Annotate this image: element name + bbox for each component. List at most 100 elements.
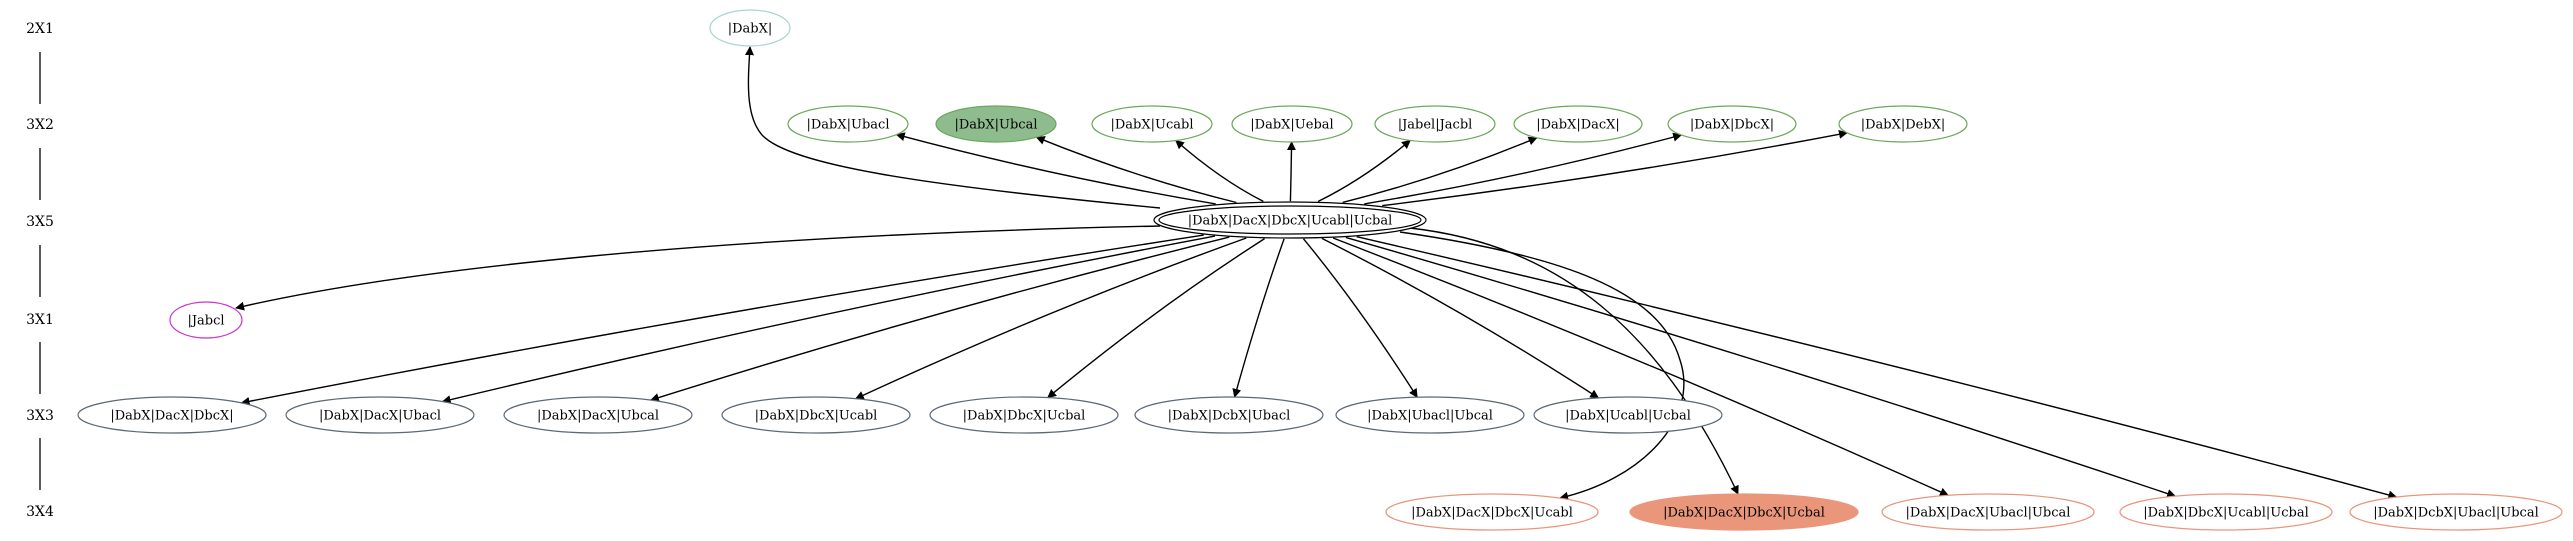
edge-arrow bbox=[854, 237, 1247, 400]
node-ellipse bbox=[1091, 105, 1213, 143]
edge-arrow bbox=[1332, 237, 1949, 497]
node-ellipse bbox=[721, 396, 911, 434]
node-label: |DabX|DacX|DbcX| bbox=[110, 409, 233, 424]
node-ellipse bbox=[1231, 105, 1353, 143]
edge-arrow bbox=[1342, 136, 1538, 204]
edge-arrow bbox=[1409, 227, 1739, 495]
graph-node[interactable]: |DabX|DacX|Ubacl|Ubcal bbox=[1881, 493, 2095, 531]
node-ellipse bbox=[1134, 396, 1324, 434]
node-label: |DabX|DebX| bbox=[1861, 118, 1946, 133]
edge-arrow bbox=[1317, 139, 1411, 203]
node-ellipse bbox=[2119, 493, 2333, 531]
node-label: |Jabel|Jacbl bbox=[1398, 118, 1473, 133]
node-label: |DabX|DbcX|Ucbal bbox=[963, 409, 1086, 424]
graph-node[interactable]: |DabX|DebX| bbox=[1838, 105, 1968, 143]
node-label: |DabX|DacX| bbox=[1536, 118, 1620, 133]
rank-label-3x1: 3X1 bbox=[26, 312, 54, 328]
node-label: |DabX|DacX|DbcX|Ucbal bbox=[1663, 506, 1825, 521]
edge-arrow bbox=[1175, 139, 1264, 203]
graph-node[interactable]: |DabX|Ucabl bbox=[1091, 105, 1213, 143]
graph-node[interactable]: |DabX|DacX| bbox=[1513, 105, 1643, 143]
graph-node[interactable]: |DabX|Ubacl|Ubcal bbox=[1335, 396, 1525, 434]
graph-node[interactable]: |DabX|DacX|DbcX|Ucbal bbox=[1629, 493, 1859, 531]
node-ellipse bbox=[169, 301, 243, 339]
node-label: |DabX|DacX|DbcX|Ucabl|Ucbal bbox=[1188, 214, 1393, 229]
node-ellipse-inner bbox=[1158, 205, 1422, 235]
node-label: |Jabcl bbox=[187, 314, 224, 329]
graph-node[interactable]: |DabX|DbcX| bbox=[1667, 105, 1797, 143]
node-ellipse bbox=[285, 396, 475, 434]
node-ellipse bbox=[77, 396, 267, 434]
graph-node[interactable]: |DabX|DcbX|Ubacl|Ubcal bbox=[2349, 493, 2563, 531]
nodes: |DabX||DabX|Ubacl|DabX|Ubcal|DabX|Ucabl|… bbox=[77, 9, 2563, 531]
node-label: |DabX|DcbX|Ubacl bbox=[1168, 409, 1291, 424]
rank-label-2x1: 2X1 bbox=[26, 21, 54, 37]
graph-node[interactable]: |Jabcl bbox=[169, 301, 243, 339]
node-ellipse bbox=[1533, 396, 1723, 434]
node-label: |DabX|DcbX|Ubacl|Ubcal bbox=[2373, 506, 2538, 521]
edge-arrow bbox=[1399, 231, 1685, 501]
node-ellipse bbox=[503, 396, 693, 434]
graph-node[interactable]: |DabX|Ucabl|Ucbal bbox=[1533, 396, 1723, 434]
node-ellipse bbox=[935, 105, 1057, 143]
node-ellipse bbox=[1513, 105, 1643, 143]
graph-node[interactable]: |DabX|Ubacl bbox=[787, 105, 909, 143]
node-ellipse bbox=[709, 9, 791, 47]
node-ellipse bbox=[1881, 493, 2095, 531]
node-label: |DabX|Ucabl|Ucbal bbox=[1565, 409, 1691, 424]
node-ellipse bbox=[1629, 493, 1859, 531]
edge-arrow bbox=[235, 225, 1161, 311]
graph-node[interactable]: |DabX|DbcX|Ucabl bbox=[721, 396, 911, 434]
rank-label-3x2: 3X2 bbox=[26, 117, 54, 133]
rank-label-3x5: 3X5 bbox=[26, 214, 54, 230]
edge-arrow bbox=[1047, 238, 1265, 399]
node-ellipse bbox=[1374, 105, 1496, 143]
node-label: |DabX|Ubacl bbox=[807, 118, 890, 133]
edge-arrow bbox=[649, 236, 1230, 402]
node-label: |DabX|DbcX|Ucabl bbox=[755, 409, 878, 424]
node-ellipse bbox=[1153, 201, 1427, 239]
graph-node[interactable]: |DabX|DacX|DbcX|Ucabl bbox=[1385, 493, 1599, 531]
node-label: |DabX|DbcX| bbox=[1690, 118, 1774, 133]
edge-arrow bbox=[240, 234, 1204, 406]
graph-node[interactable]: |DabX|DacX|DbcX|Ucabl|Ucbal bbox=[1153, 201, 1427, 239]
node-ellipse bbox=[1385, 493, 1599, 531]
edge-arrow bbox=[1286, 141, 1296, 202]
node-label: |DabX| bbox=[728, 22, 773, 37]
graph-node[interactable]: |DabX|DacX|DbcX| bbox=[77, 396, 267, 434]
edge-arrow bbox=[1302, 238, 1418, 398]
graph-node[interactable]: |DabX|DbcX|Ucabl|Ucbal bbox=[2119, 493, 2333, 531]
node-ellipse bbox=[929, 396, 1119, 434]
node-ellipse bbox=[1335, 396, 1525, 434]
edges bbox=[235, 46, 2398, 501]
edge-arrow bbox=[1382, 129, 1848, 207]
edge-arrow bbox=[1356, 236, 2398, 500]
edge-arrow bbox=[1364, 132, 1683, 205]
edge-arrow bbox=[895, 132, 1216, 205]
node-label: |DabX|DacX|DbcX|Ucabl bbox=[1411, 506, 1573, 521]
rank-column: 2X1 3X2 3X5 3X1 3X3 3X4 bbox=[26, 21, 54, 520]
node-label: |DabX|Uebal bbox=[1250, 118, 1333, 133]
edge-arrow bbox=[1345, 236, 2177, 498]
node-label: |DabX|DacX|Ubcal bbox=[537, 409, 659, 424]
node-ellipse bbox=[787, 105, 909, 143]
node-label: |DabX|Ubcal bbox=[955, 118, 1038, 133]
graph-node[interactable]: |DabX| bbox=[709, 9, 791, 47]
node-label: |DabX|Ubacl|Ubcal bbox=[1367, 409, 1493, 424]
edge-arrow bbox=[745, 46, 1161, 209]
rank-label-3x3: 3X3 bbox=[26, 408, 54, 424]
graph-node[interactable]: |DabX|Ubcal bbox=[935, 105, 1057, 143]
graph-node[interactable]: |DabX|DcbX|Ubacl bbox=[1134, 396, 1324, 434]
graph-node[interactable]: |Jabel|Jacbl bbox=[1374, 105, 1496, 143]
node-ellipse bbox=[2349, 493, 2563, 531]
graph-node[interactable]: |DabX|Uebal bbox=[1231, 105, 1353, 143]
graph-node[interactable]: |DabX|DacX|Ubcal bbox=[503, 396, 693, 434]
edge-arrow bbox=[1321, 237, 1600, 399]
graph-node[interactable]: |DabX|DacX|Ubacl bbox=[285, 396, 475, 434]
node-label: |DabX|DbcX|Ucabl|Ucbal bbox=[2143, 506, 2308, 521]
edge-arrow bbox=[441, 235, 1216, 405]
graph-node[interactable]: |DabX|DbcX|Ucbal bbox=[929, 396, 1119, 434]
edge-arrow bbox=[1232, 238, 1285, 398]
node-label: |DabX|Ucabl bbox=[1111, 118, 1194, 133]
